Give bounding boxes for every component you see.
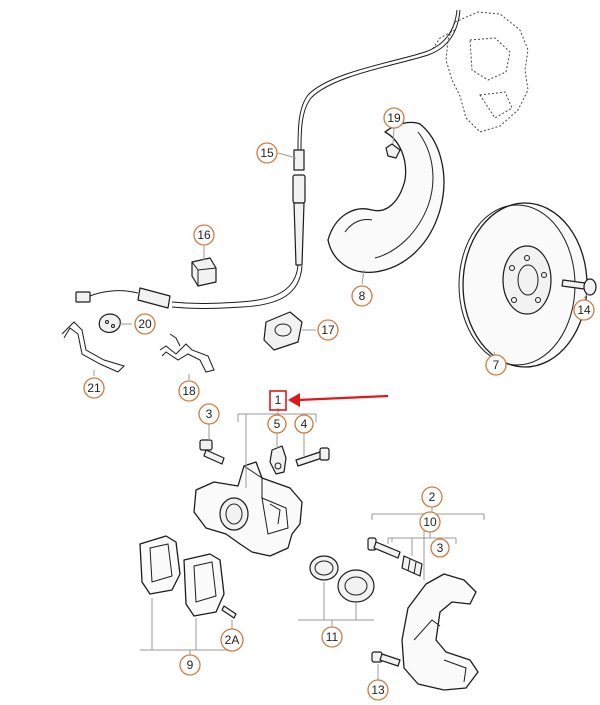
callout-2[interactable]: 2 xyxy=(421,486,443,508)
rubber-boot-10 xyxy=(401,555,423,577)
callout-16[interactable]: 16 xyxy=(193,224,215,246)
callout-label: 11 xyxy=(326,630,339,644)
brake-disc xyxy=(458,202,588,368)
callout-7[interactable]: 7 xyxy=(485,354,507,376)
callout-label: 21 xyxy=(87,381,101,395)
cable-holder-17 xyxy=(263,311,303,351)
steering-knuckle-outline xyxy=(431,11,529,133)
callout-13[interactable]: 13 xyxy=(367,679,389,701)
callout-3-pin[interactable]: 3 xyxy=(430,538,450,558)
brake-pad-outer xyxy=(183,553,225,617)
callout-19[interactable]: 19 xyxy=(383,107,405,129)
callout-label: 2 xyxy=(429,490,436,504)
callout-label: 5 xyxy=(274,417,281,431)
callout-label: 18 xyxy=(182,384,196,398)
clip-20 xyxy=(98,313,121,333)
guide-bolt-4 xyxy=(295,447,330,467)
disc-screw xyxy=(561,278,597,296)
callout-label: 8 xyxy=(359,289,366,303)
piston-seal xyxy=(309,555,339,581)
callout-14[interactable]: 14 xyxy=(573,299,595,321)
callout-label: 3 xyxy=(206,407,213,421)
callout-21[interactable]: 21 xyxy=(83,377,105,399)
callout-label: 17 xyxy=(321,323,335,337)
guide-bolt-3 xyxy=(199,439,225,465)
callout-8[interactable]: 8 xyxy=(351,285,373,307)
callout-label: 10 xyxy=(423,515,437,529)
carrier-bracket xyxy=(401,573,479,691)
callout-15[interactable]: 15 xyxy=(256,142,278,164)
connector-housing-16 xyxy=(191,257,217,287)
callout-label: 4 xyxy=(301,417,308,431)
callout-label: 3 xyxy=(437,541,444,555)
callout-4[interactable]: 4 xyxy=(294,414,314,434)
bracket-bolt-13 xyxy=(371,651,401,667)
spring-21 xyxy=(61,321,125,373)
callout-label: 19 xyxy=(387,111,401,125)
callout-20[interactable]: 20 xyxy=(134,313,156,335)
callout-5[interactable]: 5 xyxy=(267,414,287,434)
callout-label: 16 xyxy=(197,228,211,242)
callout-label: 14 xyxy=(577,303,591,317)
callout-label: 13 xyxy=(371,683,385,697)
brake-caliper xyxy=(193,461,303,557)
clip-19 xyxy=(385,143,401,159)
callout-9[interactable]: 9 xyxy=(179,654,201,676)
callout-label: 1 xyxy=(275,393,282,407)
backing-plate xyxy=(327,121,445,274)
guide-pin-10 xyxy=(367,537,401,559)
highlight-arrow xyxy=(288,393,389,407)
callout-label: 20 xyxy=(138,317,152,331)
callout-label: 9 xyxy=(187,658,194,672)
callout-11[interactable]: 11 xyxy=(321,626,343,648)
pin-2A xyxy=(221,605,237,619)
callout-label: 2A xyxy=(225,633,240,647)
bleed-valve xyxy=(269,445,287,475)
callout-18[interactable]: 18 xyxy=(178,380,200,402)
spring-18 xyxy=(159,333,215,373)
brake-pad-inner xyxy=(139,535,181,595)
callout-10[interactable]: 10 xyxy=(419,511,441,533)
piston-boot xyxy=(337,569,375,603)
callout-1[interactable]: 1 xyxy=(269,390,287,411)
callout-17[interactable]: 17 xyxy=(317,319,339,341)
callout-2A[interactable]: 2A xyxy=(220,628,244,652)
wear-indicator-cable xyxy=(75,9,461,309)
callout-label: 15 xyxy=(260,146,274,160)
callout-label: 7 xyxy=(493,358,500,372)
callout-3-bolt[interactable]: 3 xyxy=(198,403,220,425)
